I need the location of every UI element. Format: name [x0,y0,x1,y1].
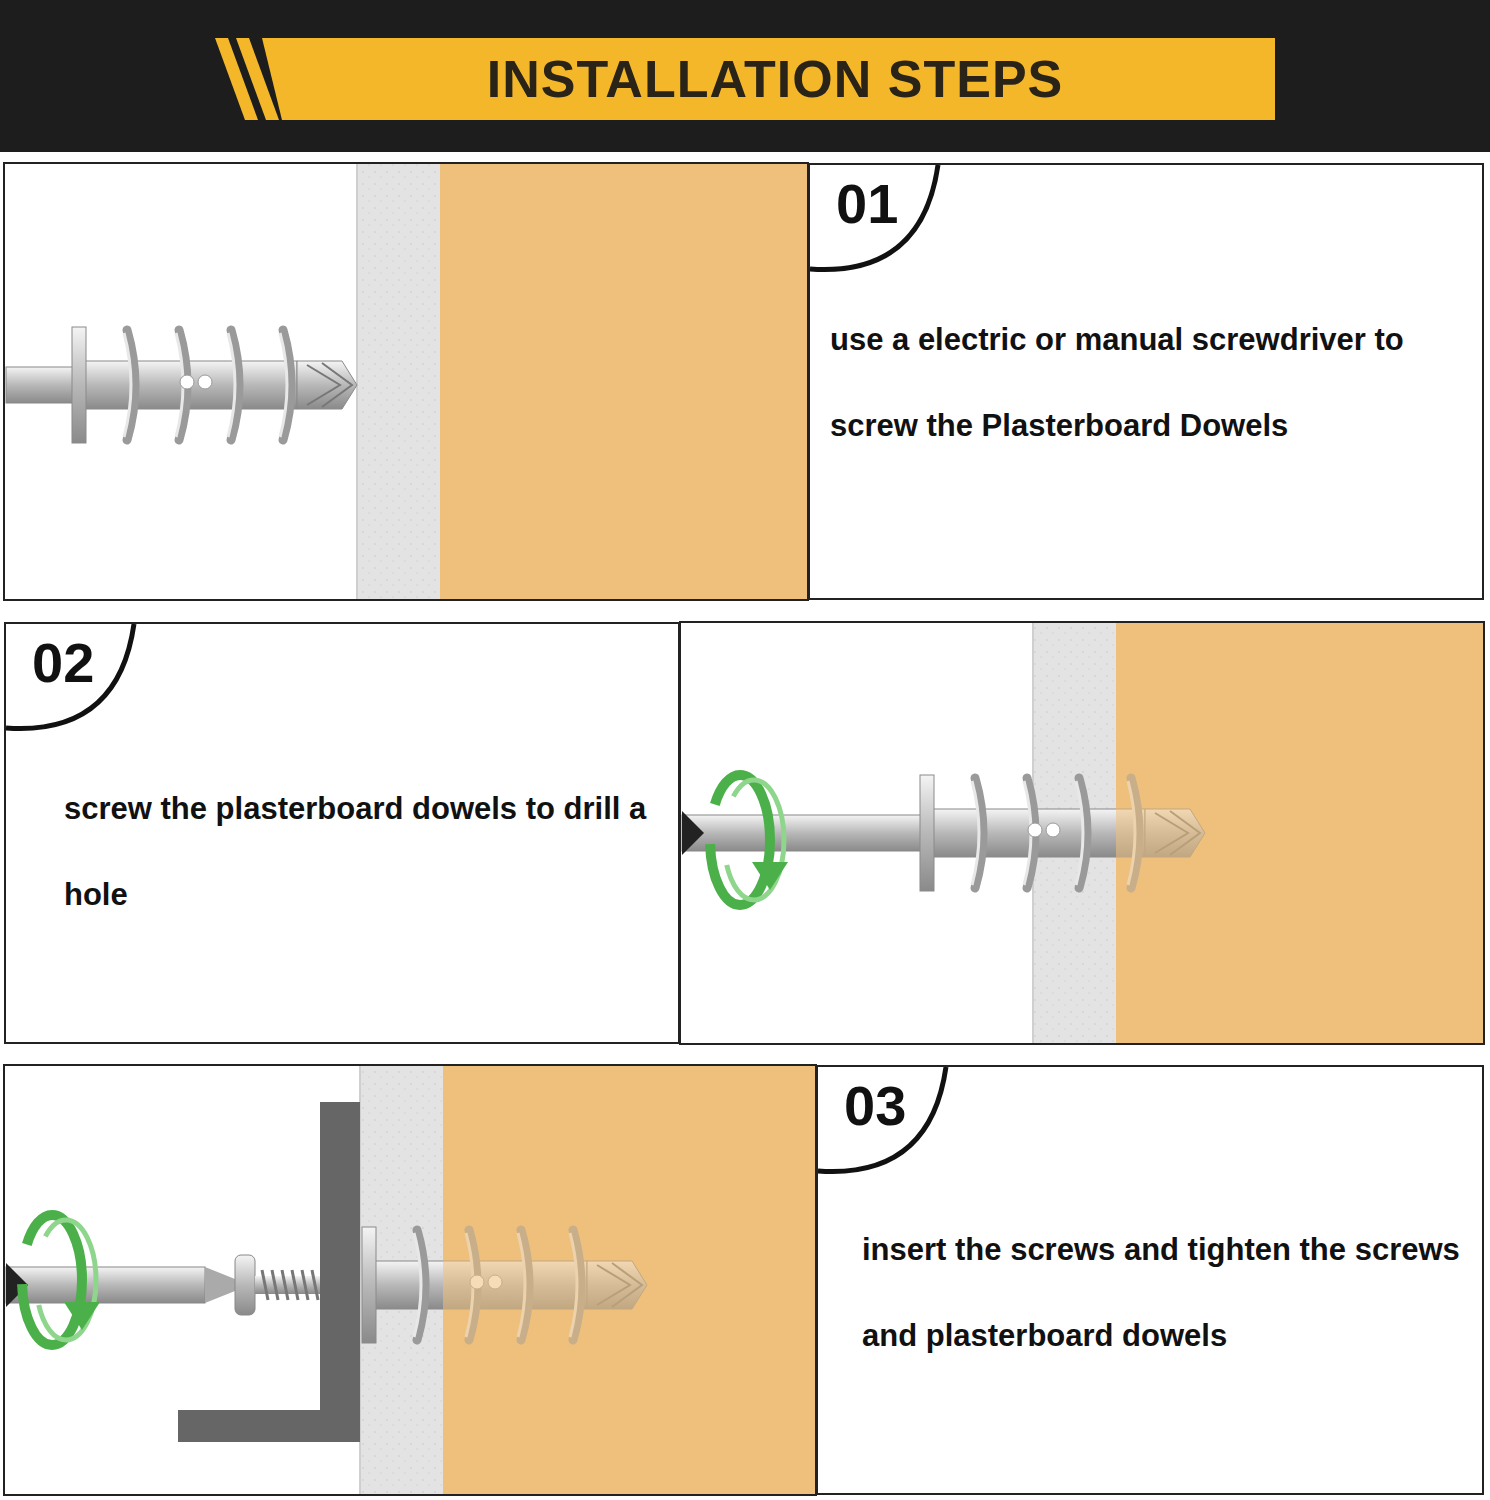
rotation-arrow [710,775,770,905]
wood-overlay [443,1066,815,1494]
step2-drawing [682,623,1483,1043]
dowel-tip [297,361,357,409]
step-number: 03 [844,1073,906,1138]
screw-thread [262,1270,268,1300]
wood-overlay [1116,623,1483,1043]
dowel-flange [920,775,934,891]
wood [443,1066,815,1494]
header-bar [0,0,1490,152]
step-box: 02 screw the plasterboard dowels to drill… [4,622,680,1044]
bit-tip [205,1267,235,1303]
tab-curve [810,165,938,270]
thread-highlight [972,781,979,885]
step-box: 03 insert the screws and tighten the scre… [816,1065,1484,1495]
title: INSTALLATION STEPS [280,38,1270,120]
step1-drawing [6,164,807,599]
tab-curve [6,624,134,729]
driver-bit [6,1267,205,1303]
dowel-hole [198,375,212,389]
dowel-flange [362,1227,376,1343]
dowel-hole [180,375,194,389]
screw-thread [292,1270,298,1300]
step-box: 01 use a electric or manual screwdriver t… [808,163,1484,600]
banner-stripe [236,38,279,120]
screw-thread [282,1270,288,1300]
bracket [320,1102,360,1442]
screw-head [235,1255,255,1315]
driver-bit [682,815,922,851]
screw-thread [312,1270,318,1300]
bit-end [682,811,704,855]
rotation-arrow [22,1215,82,1345]
step-text: insert the screws and tighten the screws… [862,1207,1472,1379]
thread-highlight [280,333,287,437]
tab-curve [818,1067,946,1172]
plasterboard-edge [356,164,358,599]
step-number: 02 [32,630,94,695]
wood [1116,623,1483,1043]
step-number: 01 [836,171,898,236]
plasterboard [357,164,440,599]
panel [4,1065,816,1495]
rotation-head [64,1302,100,1330]
rotation-head [752,862,788,890]
tip-cut [307,363,352,407]
screw-thread [272,1270,278,1300]
screw-thread [302,1270,308,1300]
bracket [178,1410,360,1442]
dowel-flange [72,327,86,443]
wood [440,164,807,599]
thread-highlight [1076,781,1083,885]
dowel-hole [1046,823,1060,837]
title-banner [262,38,1275,120]
panel [4,163,808,600]
step3-drawing [6,1066,815,1494]
driver-bit [6,367,80,403]
thread-highlight [414,1233,421,1337]
dowel-hole [1028,823,1042,837]
step-text: screw the plasterboard dowels to drill a… [64,766,664,938]
thread-highlight [228,333,235,437]
thread-highlight [124,333,131,437]
panel [680,622,1484,1044]
step-text: use a electric or manual screwdriver to … [830,297,1470,469]
